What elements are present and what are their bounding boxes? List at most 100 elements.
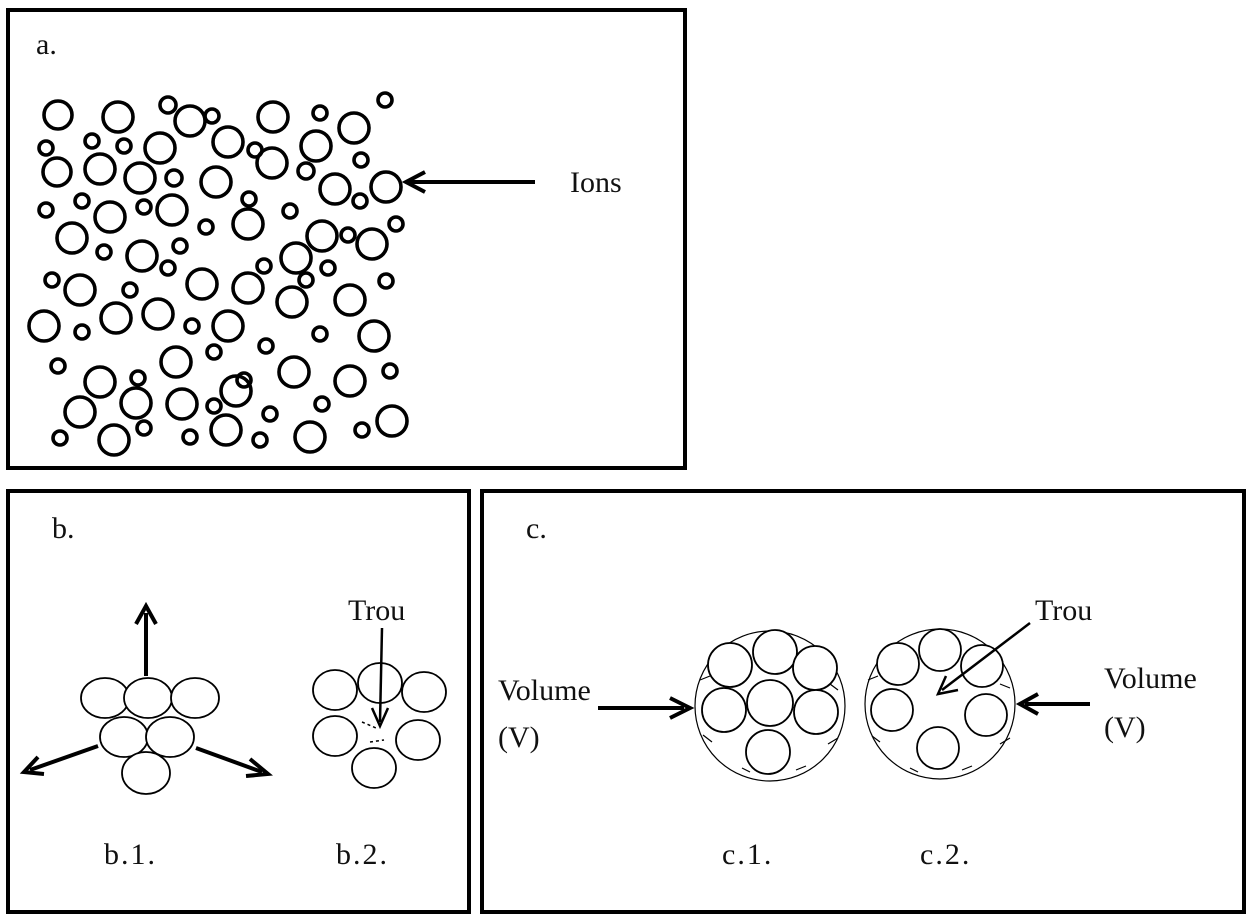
sphere (396, 720, 440, 760)
sphere (352, 748, 396, 788)
ion (53, 431, 67, 445)
ion (263, 407, 277, 421)
ion (127, 241, 157, 271)
sphere (171, 678, 219, 718)
ion (371, 172, 401, 202)
ion (281, 243, 311, 273)
ion (257, 148, 287, 178)
ion (85, 154, 115, 184)
sphere (124, 678, 172, 718)
panel-b-label: b. (52, 512, 75, 545)
ion (307, 221, 337, 251)
ion (320, 174, 350, 204)
sphere (877, 643, 919, 685)
hole-label-b: Trou (348, 594, 405, 627)
ion (45, 273, 59, 287)
hole-label-c: Trou (1035, 594, 1092, 627)
ion (298, 163, 314, 179)
sphere (313, 670, 357, 710)
ion (377, 406, 407, 436)
sphere (747, 680, 793, 726)
ion (283, 204, 297, 218)
panel-b: b. Trou b.1. b.2. (8, 491, 469, 912)
ion (213, 311, 243, 341)
volume-label-left-1: Volume (498, 674, 591, 707)
volume-label-right-1: Volume (1104, 662, 1197, 695)
ion (341, 228, 355, 242)
label-c2: c.2. (920, 838, 971, 871)
ion (259, 339, 273, 353)
ion (99, 425, 129, 455)
ion (359, 321, 389, 351)
sphere (746, 730, 790, 774)
panel-b-frame (8, 491, 469, 912)
panel-c-label: c. (526, 512, 547, 545)
ion (211, 415, 241, 445)
ion (101, 303, 131, 333)
sphere (917, 727, 959, 769)
sphere (794, 690, 838, 734)
label-c1: c.1. (722, 838, 773, 871)
ion (125, 163, 155, 193)
ion (157, 195, 187, 225)
panel-c-frame (482, 491, 1244, 912)
sphere (793, 646, 837, 690)
ion (29, 311, 59, 341)
ion (161, 261, 175, 275)
label-b2: b.2. (336, 838, 389, 871)
cluster-b1 (81, 678, 219, 794)
ion (299, 273, 313, 287)
sphere (702, 688, 746, 732)
sphere (961, 645, 1003, 687)
ion (313, 327, 327, 341)
ion (57, 223, 87, 253)
ion (161, 347, 191, 377)
ion (339, 113, 369, 143)
ion (117, 139, 131, 153)
ion (167, 389, 197, 419)
ion (201, 167, 231, 197)
sphere (81, 678, 129, 718)
ion (65, 275, 95, 305)
ion (85, 134, 99, 148)
ion (173, 239, 187, 253)
ion (277, 287, 307, 317)
ion (313, 106, 327, 120)
ion (185, 319, 199, 333)
ion (258, 102, 288, 132)
sphere (146, 717, 194, 757)
ion (85, 367, 115, 397)
ions-label: Ions (570, 166, 622, 199)
ion (44, 101, 72, 129)
ion (335, 285, 365, 315)
panel-c: c. Trou Volume (482, 491, 1244, 912)
ion (43, 158, 71, 186)
volume-label-left-2: (V) (498, 721, 540, 754)
ion (183, 430, 197, 444)
ion (321, 261, 335, 275)
sphere (965, 694, 1007, 736)
hole-arrow-b (380, 628, 382, 722)
panel-a-frame (8, 10, 685, 468)
ion (205, 109, 219, 123)
ion (75, 194, 89, 208)
ion (39, 203, 53, 217)
ion (279, 357, 309, 387)
ion (295, 422, 325, 452)
ion (97, 245, 111, 259)
ion (75, 325, 89, 339)
ion (103, 102, 133, 132)
ion (353, 194, 367, 208)
ion (95, 202, 125, 232)
ion-cloud (29, 93, 407, 455)
ion (166, 170, 182, 186)
ion (145, 133, 175, 163)
ion (160, 97, 176, 113)
ion (233, 209, 263, 239)
ion (379, 274, 393, 288)
ion (137, 200, 151, 214)
arrow-left (30, 746, 98, 770)
ion (389, 217, 403, 231)
volume-label-right-2: (V) (1104, 711, 1146, 744)
